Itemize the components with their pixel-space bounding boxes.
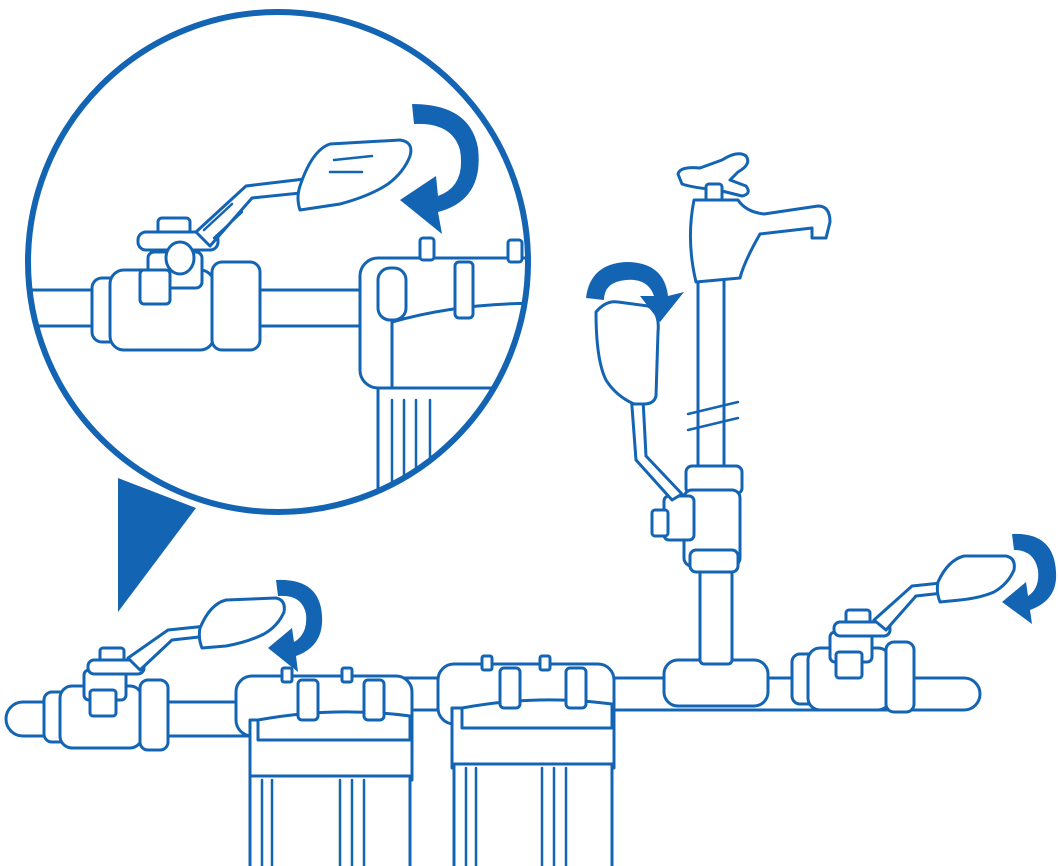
zoom-filter-housing-icon: [358, 236, 528, 512]
ball-valve-riser-icon: [628, 378, 744, 574]
rotate-arrow-right-icon: [1002, 533, 1057, 624]
hand-right-icon: [935, 554, 1016, 604]
rotate-arrow-riser-icon: [586, 262, 684, 322]
hand-riser-icon: [594, 300, 660, 406]
ball-valve-left-icon: [42, 622, 228, 752]
filter-housing-2-icon: [436, 654, 616, 866]
zoom-callout: [25, 9, 531, 515]
faucet-icon: [676, 152, 832, 284]
zoom-hand-icon: [296, 138, 413, 212]
tee-fitting-icon: [662, 658, 770, 708]
hand-left-icon: [197, 596, 286, 650]
callout-pointer-icon: [118, 478, 196, 612]
zoom-ball-valve-icon: [90, 174, 332, 352]
zoom-rotate-arrow-icon: [400, 104, 479, 234]
rotate-arrow-left-icon: [268, 579, 323, 672]
filter-housing-1-icon: [234, 666, 414, 866]
